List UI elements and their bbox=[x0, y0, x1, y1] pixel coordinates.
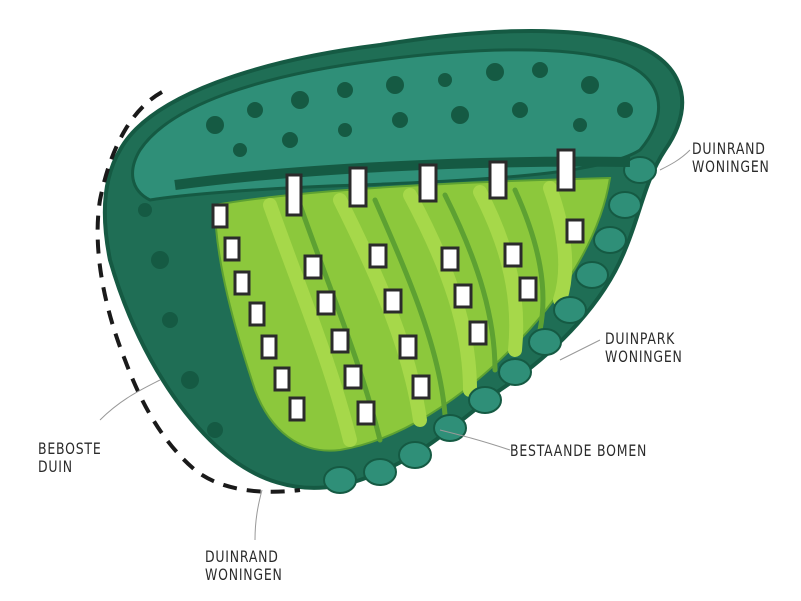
label-line: DUINPARK bbox=[605, 330, 683, 348]
label-line: WONINGEN bbox=[205, 566, 283, 584]
label-line: WONINGEN bbox=[605, 348, 683, 366]
label-line: BESTAANDE BOMEN bbox=[510, 442, 647, 460]
label-bestaande-bomen: BESTAANDE BOMEN bbox=[510, 442, 647, 460]
label-line: DUINRAND bbox=[692, 140, 770, 158]
label-line: DUINRAND bbox=[205, 548, 283, 566]
label-line: BEBOSTE bbox=[38, 440, 102, 458]
label-line: WONINGEN bbox=[692, 158, 770, 176]
label-duinrand-woningen-top: DUINRAND WONINGEN bbox=[692, 140, 770, 176]
label-duinpark-woningen: DUINPARK WONINGEN bbox=[605, 330, 683, 366]
label-line: DUIN bbox=[38, 458, 102, 476]
label-duinrand-woningen-bottom: DUINRAND WONINGEN bbox=[205, 548, 283, 584]
label-beboste-duin: BEBOSTE DUIN bbox=[38, 440, 102, 476]
